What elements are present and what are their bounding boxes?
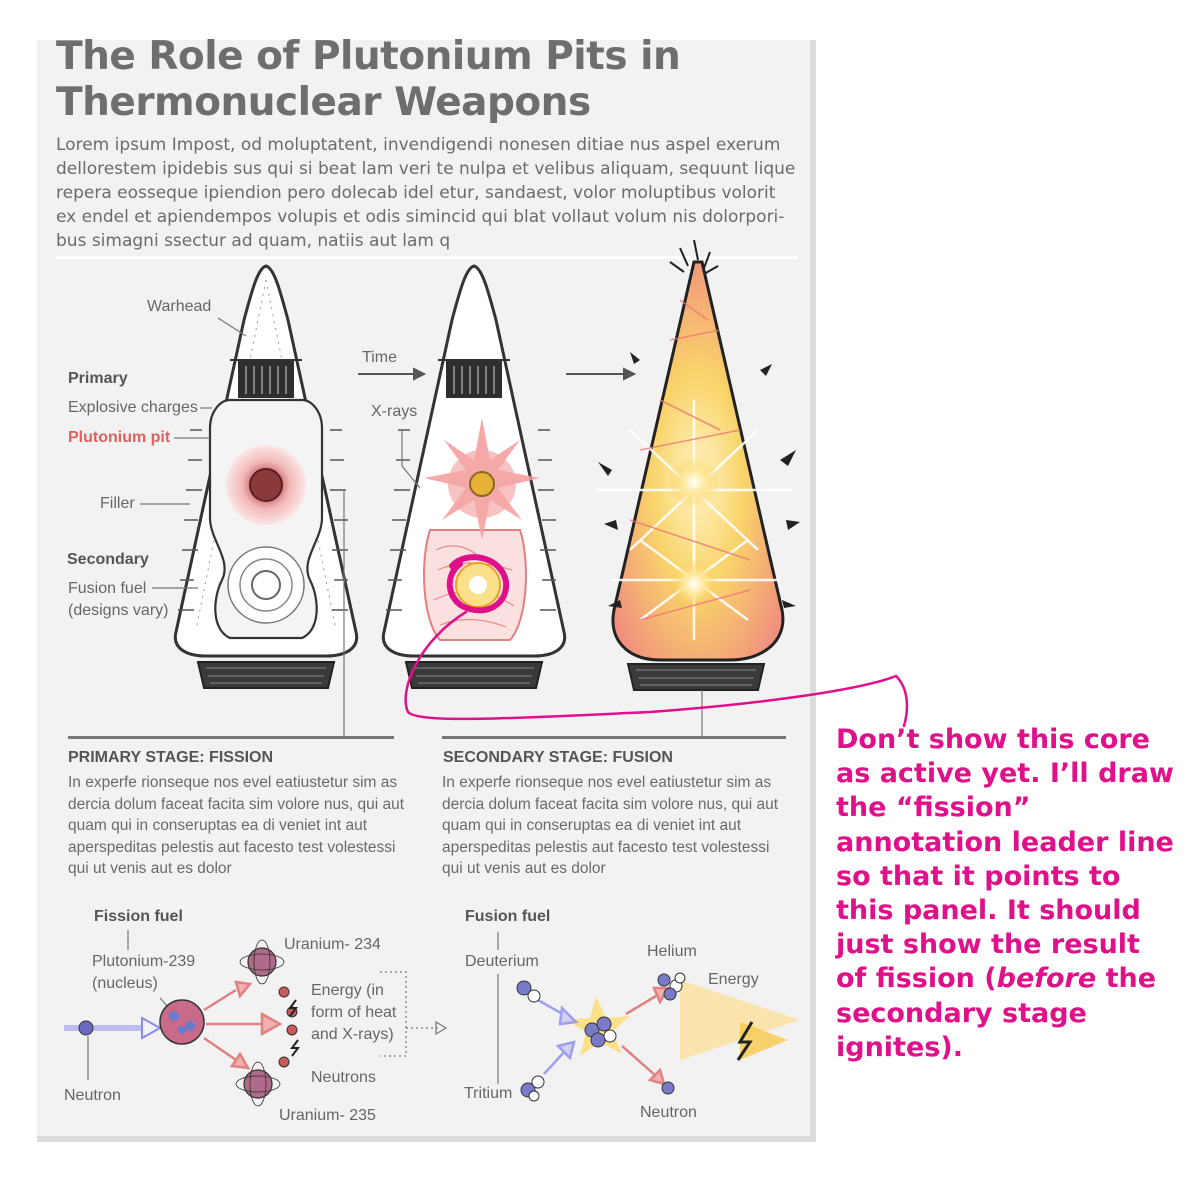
primary-stage-heading: PRIMARY STAGE: FISSION	[68, 749, 274, 766]
label-warhead: Warhead	[147, 298, 212, 315]
label-explosive-charges: Explosive charges	[68, 399, 198, 416]
label-secondary: Secondary	[67, 551, 149, 568]
warhead-primary-cone	[173, 264, 359, 689]
label-primary: Primary	[68, 370, 128, 387]
primary-stage-body: In experfe rionseque nos evel eatiustetu…	[68, 774, 405, 877]
energy-label-line2: form of heat	[311, 1004, 397, 1021]
energy-label-fusion: Energy	[708, 971, 759, 988]
plutonium-239-label: Plutonium-239	[92, 953, 196, 970]
fusion-fuel-label: Fusion fuel	[465, 908, 551, 925]
warhead-fusion-cone	[596, 239, 800, 691]
energy-label-line3: and X-rays)	[311, 1026, 394, 1043]
neutron-label-fission: Neutron	[64, 1087, 121, 1104]
uranium-234-label: Uranium- 234	[284, 936, 381, 953]
annotation-text-part1: Don’t show this core as active yet. I’ll…	[836, 724, 1174, 995]
fission-fuel-label: Fission fuel	[94, 908, 183, 925]
deuterium-label: Deuterium	[465, 953, 539, 970]
fission-reaction-diagram	[64, 930, 448, 1107]
warhead-fission-cone	[381, 264, 567, 689]
fusion-reaction-diagram	[497, 932, 800, 1102]
neutrons-label: Neutrons	[311, 1069, 376, 1086]
annotation-emphasis: before	[996, 963, 1097, 995]
uranium-235-label: Uranium- 235	[279, 1107, 376, 1124]
secondary-stage-heading: SECONDARY STAGE: FUSION	[443, 749, 673, 766]
helium-label: Helium	[647, 943, 697, 960]
divider-rule	[56, 256, 798, 259]
tritium-label: Tritium	[464, 1085, 513, 1102]
label-filler: Filler	[100, 495, 135, 512]
annotation-text-part2: the secondary stage ignites).	[836, 963, 1157, 1063]
label-plutonium-pit: Plutonium pit	[68, 429, 171, 446]
neutron-label-fusion: Neutron	[640, 1104, 697, 1121]
secondary-stage-body: In experfe rionseque nos evel eatiustetu…	[442, 774, 779, 877]
label-fusion-fuel-line2: (designs vary)	[68, 602, 169, 619]
intro-paragraph: Lorem ipsum Impost, od moluptatent, inve…	[56, 135, 796, 251]
annotation-note: Don’t show this core as active yet. I’ll…	[836, 723, 1176, 1065]
label-time: Time	[362, 349, 397, 366]
nucleus-label: (nucleus)	[92, 975, 158, 992]
label-xrays: X-rays	[371, 403, 418, 420]
energy-label-line1: Energy (in	[311, 982, 384, 999]
label-fusion-fuel-line1: Fusion fuel	[68, 580, 147, 597]
page-title: The Role of Plutonium Pits in Thermonucl…	[56, 34, 681, 125]
